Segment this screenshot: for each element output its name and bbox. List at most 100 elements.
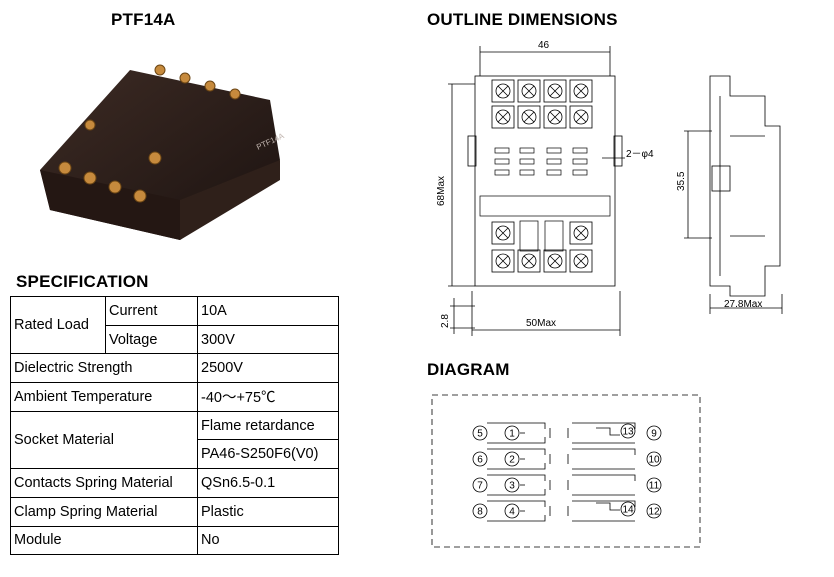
wire-line [549, 506, 569, 516]
wire-line [487, 500, 546, 507]
screw-head [573, 253, 589, 269]
terminal-left-5-circle [472, 425, 488, 441]
dim-width-top: 46 [538, 40, 550, 51]
screw-slot [549, 111, 561, 123]
diagram-title: DIAGRAM [427, 360, 510, 379]
rated-load-label: Rated Load [10, 295, 106, 355]
terminal-screw [543, 79, 567, 103]
screw-head [495, 253, 511, 269]
wire-line [572, 448, 636, 470]
terminal-screw [517, 249, 541, 273]
terminal-right-11-circle [646, 477, 662, 493]
terminal-coil-left-4-circle [504, 503, 520, 519]
current-value: 10A [197, 296, 339, 326]
terminal-left-5: 5 [477, 429, 483, 440]
screw-slot [575, 255, 587, 267]
wire-line [572, 422, 636, 444]
terminal-left-8: 8 [477, 507, 483, 518]
screw-head [573, 83, 589, 99]
dim-hole: 2－φ4 [626, 149, 654, 160]
product-title: PTF14A [111, 10, 176, 29]
terminal-right-12-circle [646, 503, 662, 519]
terminal-left-6-circle [472, 451, 488, 467]
terminal-screw [517, 105, 541, 129]
dielectric-label: Dielectric Strength [10, 353, 198, 384]
wire-line [487, 463, 546, 470]
wire-line [487, 515, 546, 522]
wire-line [487, 422, 546, 429]
terminal-screw [569, 79, 593, 103]
current-label: Current [105, 296, 198, 326]
wire-line [487, 489, 546, 496]
wire-line [549, 454, 569, 464]
socket-value-1: Flame retardance [197, 410, 339, 441]
ambient-label: Ambient Temperature [10, 382, 198, 412]
specification-table: Rated Load Current 10A Voltage 300V Diel… [10, 295, 339, 556]
table-row: Voltage 300V [11, 324, 339, 355]
dim-height: 68Max [436, 176, 447, 206]
voltage-value: 300V [197, 324, 339, 355]
screw-slot [549, 85, 561, 97]
ambient-value: -40～+75℃ [197, 382, 339, 412]
screw-slot [523, 111, 535, 123]
screw-slot [523, 255, 535, 267]
terminal-coil-left-2-circle [504, 451, 520, 467]
terminal-screw [491, 105, 515, 129]
terminal-coil-right-14-circle [620, 501, 636, 517]
wire-line [549, 480, 569, 490]
screw-head [547, 109, 563, 125]
terminal-coil-left-1-circle [504, 425, 520, 441]
terminal-screw [491, 79, 515, 103]
terminal-left-8-circle [472, 503, 488, 519]
wire-line [487, 448, 546, 455]
screw-head [495, 225, 511, 241]
dielectric-value: 2500V [197, 353, 339, 384]
screw-slot [575, 227, 587, 239]
terminal-right-9-circle [646, 425, 662, 441]
screw-head [495, 83, 511, 99]
voltage-label: Voltage [105, 324, 198, 355]
terminal-left-7-circle [472, 477, 488, 493]
clamp-value: Plastic [197, 496, 339, 527]
screw-slot [523, 85, 535, 97]
terminal-screw [543, 105, 567, 129]
terminal-left-7: 7 [477, 481, 483, 492]
wire-line [596, 502, 620, 511]
socket-value-2: PA46-S250F6(V0) [197, 439, 339, 470]
outline-dimensions-title: OUTLINE DIMENSIONS [427, 10, 618, 29]
wire-line [549, 428, 569, 438]
module-value: No [197, 525, 339, 556]
screw-slot [575, 111, 587, 123]
contacts-value: QSn6.5-0.1 [197, 468, 339, 498]
table-row: Dielectric Strength 2500V [10, 353, 339, 384]
dim-depth: 27.8Max [724, 299, 762, 310]
terminal-screw [517, 79, 541, 103]
terminal-right-11: 11 [649, 481, 660, 492]
screw-head [573, 109, 589, 125]
terminal-coil-left-3: 3 [509, 481, 515, 492]
screw-head [521, 109, 537, 125]
specification-title: SPECIFICATION [16, 272, 149, 291]
wire-line [487, 437, 546, 444]
terminal-coil-left-2: 2 [509, 455, 515, 466]
terminal-coil-right-13: 13 [622, 427, 634, 438]
terminal-screw [569, 249, 593, 273]
terminal-screw [491, 221, 515, 245]
terminal-coil-right-13-circle [620, 423, 636, 439]
module-label: Module [10, 525, 198, 556]
dim-bottom-width: 50Max [526, 318, 556, 329]
screw-head [521, 83, 537, 99]
screw-head [547, 83, 563, 99]
clamp-label: Clamp Spring Material [10, 496, 198, 527]
terminal-coil-right-14: 14 [622, 505, 634, 516]
terminal-screw [491, 249, 515, 273]
screw-slot [497, 227, 509, 239]
product-photo: PTF14A [40, 64, 286, 240]
table-row: Contacts Spring Material QSn6.5-0.1 [10, 468, 339, 498]
terminal-screw [569, 221, 593, 245]
screw-slot [497, 111, 509, 123]
screw-slot [497, 85, 509, 97]
terminal-screw [543, 249, 567, 273]
table-row: Module No [10, 525, 339, 556]
